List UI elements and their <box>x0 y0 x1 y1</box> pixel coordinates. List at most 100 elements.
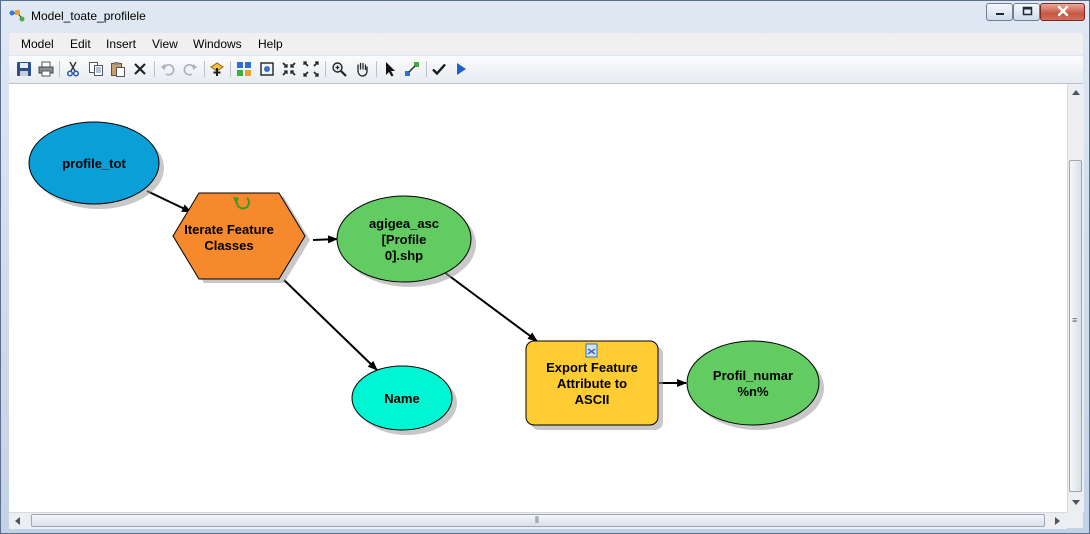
connector-iterate-to-agigea[interactable] <box>312 235 338 244</box>
node-export-label-line3: ASCII <box>575 392 610 407</box>
node-agigea-shape <box>336 195 472 283</box>
fixed-zoom-out-button[interactable] <box>302 60 320 78</box>
horizontal-scrollbar[interactable]: ⦀ <box>9 512 1067 529</box>
toolbar <box>9 56 1083 84</box>
title-bar[interactable]: Model_toate_profilele <box>1 1 1089 31</box>
cut-icon <box>66 61 80 77</box>
scroll-grip-icon: ≡ <box>1072 315 1078 325</box>
fixed-zoom-out-icon <box>303 61 319 77</box>
toolbar-separator <box>154 61 155 77</box>
node-export-feature-attribute[interactable]: Export Feature Attribute to ASCII <box>525 340 663 430</box>
toolbar-separator <box>426 61 427 77</box>
toolbar-separator <box>230 61 231 77</box>
node-agigea-label-line3: 0].shp <box>385 248 423 263</box>
node-name[interactable]: Name <box>351 365 457 435</box>
maximize-button[interactable] <box>1013 3 1040 21</box>
node-iterate-feature-classes[interactable]: Iterate Feature Classes <box>172 192 310 283</box>
menu-model[interactable]: Model <box>21 37 54 51</box>
run-button[interactable] <box>452 60 470 78</box>
full-extent-icon <box>260 62 274 76</box>
node-agigea-asc[interactable]: agigea_asc [Profile 0].shp <box>336 195 476 287</box>
connector-profile-to-iterate[interactable] <box>146 190 192 213</box>
node-export-label-line1: Export Feature <box>546 360 638 375</box>
menu-edit[interactable]: Edit <box>70 37 91 51</box>
node-export-label-line2: Attribute to <box>557 376 627 391</box>
scrollbar-corner <box>1067 512 1083 528</box>
node-agigea-label-line1: agigea_asc <box>369 216 439 231</box>
scroll-grip-icon: ⦀ <box>535 515 539 525</box>
model-app-icon <box>9 10 25 22</box>
copy-button[interactable] <box>87 60 105 78</box>
undo-button[interactable] <box>159 60 177 78</box>
paste-icon <box>111 62 125 77</box>
validate-button[interactable] <box>430 60 448 78</box>
print-icon <box>38 61 54 77</box>
minimize-button[interactable] <box>986 3 1013 21</box>
paste-button[interactable] <box>109 60 127 78</box>
vertical-scrollbar[interactable]: ≡ <box>1067 84 1084 512</box>
menu-help[interactable]: Help <box>258 37 283 51</box>
scroll-right-arrow-icon[interactable] <box>1054 516 1062 526</box>
auto-layout-button[interactable] <box>235 60 253 78</box>
connector-agigea-to-export[interactable] <box>443 271 538 342</box>
full-extent-button[interactable] <box>258 60 276 78</box>
node-profil-numar-shape <box>686 340 820 426</box>
node-iterate-shape <box>172 192 306 280</box>
node-export-shape <box>525 340 659 426</box>
run-play-icon <box>457 63 466 75</box>
node-profile-tot-label: profile_tot <box>62 156 126 171</box>
menu-insert[interactable]: Insert <box>106 37 137 51</box>
add-data-button[interactable] <box>208 60 226 78</box>
horizontal-scroll-thumb[interactable]: ⦀ <box>31 514 1045 527</box>
save-icon <box>17 62 31 76</box>
connect-button[interactable] <box>403 60 421 78</box>
menu-windows[interactable]: Windows <box>193 37 242 51</box>
node-profile-tot-shape <box>28 121 160 205</box>
close-icon <box>1057 5 1068 17</box>
node-profile-tot[interactable]: profile_tot <box>28 121 164 209</box>
connect-icon <box>405 62 419 76</box>
toolbar-separator <box>204 61 205 77</box>
toolbar-separator <box>325 61 326 77</box>
close-button[interactable] <box>1040 3 1085 21</box>
add-data-icon <box>210 62 224 76</box>
auto-layout-icon <box>237 62 251 76</box>
node-name-shape <box>351 365 453 431</box>
node-profil-numar[interactable]: Profil_numar %n% <box>686 340 824 430</box>
toolbar-separator <box>376 61 377 77</box>
maximize-icon <box>1022 6 1032 16</box>
print-button[interactable] <box>37 60 55 78</box>
save-button[interactable] <box>15 60 33 78</box>
scroll-left-arrow-icon[interactable] <box>13 516 21 526</box>
model-diagram: profile_tot Iterate Feature Classes agig… <box>28 121 824 435</box>
zoom-in-button[interactable] <box>330 60 348 78</box>
node-name-label: Name <box>384 391 419 406</box>
node-profil-numar-label-line2: %n% <box>737 384 769 399</box>
checkmark-icon <box>432 63 446 76</box>
undo-icon <box>161 64 175 76</box>
fixed-zoom-in-icon <box>282 62 296 76</box>
select-button[interactable] <box>381 60 399 78</box>
zoom-in-icon <box>332 62 347 77</box>
node-profil-numar-label-line1: Profil_numar <box>713 368 793 383</box>
menu-bar: Model Edit Insert View Windows Help <box>9 33 1083 55</box>
iterator-loop-icon <box>233 197 250 210</box>
vertical-scroll-thumb[interactable]: ≡ <box>1069 160 1082 492</box>
fixed-zoom-in-button[interactable] <box>280 60 298 78</box>
tool-icon <box>585 343 598 358</box>
menu-view[interactable]: View <box>152 37 178 51</box>
model-canvas[interactable]: profile_tot Iterate Feature Classes agig… <box>9 84 1067 512</box>
node-agigea-label-line2: [Profile <box>382 232 427 247</box>
scroll-up-arrow-icon[interactable] <box>1071 88 1081 96</box>
delete-icon <box>134 63 146 75</box>
cut-button[interactable] <box>64 60 82 78</box>
minimize-icon <box>995 13 1004 15</box>
pan-button[interactable] <box>353 60 371 78</box>
node-iterate-label-line1: Iterate Feature <box>184 222 274 237</box>
redo-button[interactable] <box>181 60 199 78</box>
scroll-down-arrow-icon[interactable] <box>1071 499 1081 507</box>
connector-iterate-to-name[interactable] <box>283 279 378 371</box>
toolbar-separator <box>59 61 60 77</box>
delete-button[interactable] <box>131 60 149 78</box>
